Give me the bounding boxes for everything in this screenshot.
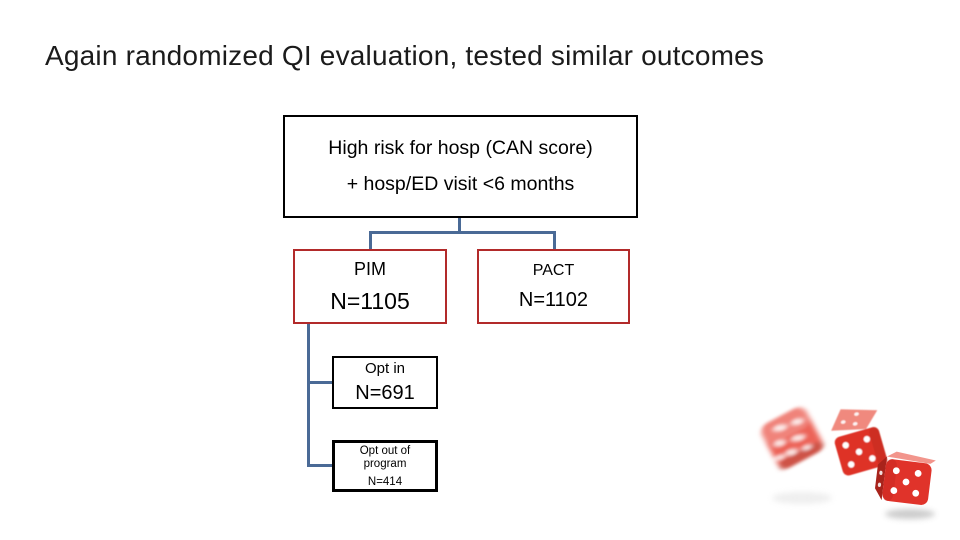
opt-out-count: N=414 xyxy=(367,475,403,488)
flowchart-box-pact: PACT N=1102 xyxy=(477,249,630,324)
connector-main-horizontal xyxy=(369,231,556,234)
opt-out-label: Opt out of program xyxy=(359,444,411,471)
dice-photo xyxy=(761,407,936,519)
die-two-five-icon xyxy=(831,409,888,476)
flowchart-box-pim: PIM N=1105 xyxy=(293,249,447,324)
connector-pact-vertical xyxy=(553,231,556,250)
pact-count: N=1102 xyxy=(518,288,589,311)
die-five-icon xyxy=(875,451,936,505)
die-blurred-icon xyxy=(761,407,824,470)
pim-count: N=1105 xyxy=(330,287,410,314)
connector-optout-horizontal xyxy=(307,464,334,467)
flowchart-box-opt-in: Opt in N=691 xyxy=(332,356,438,409)
pact-label: PACT xyxy=(532,261,575,279)
dice-shadow xyxy=(772,492,832,504)
flowchart-box-high-risk: High risk for hosp (CAN score) + hosp/ED… xyxy=(283,115,638,218)
high-risk-line2: + hosp/ED visit <6 months xyxy=(346,173,575,195)
high-risk-line1: High risk for hosp (CAN score) xyxy=(328,137,593,159)
pim-label: PIM xyxy=(353,258,386,279)
opt-in-count: N=691 xyxy=(355,382,415,404)
connector-root-vertical xyxy=(458,217,461,233)
flowchart-box-opt-out: Opt out of program N=414 xyxy=(332,440,438,492)
connector-optin-horizontal xyxy=(307,381,334,384)
connector-pim-drop-vertical xyxy=(307,323,310,466)
slide-title: Again randomized QI evaluation, tested s… xyxy=(45,40,765,71)
connector-pim-vertical xyxy=(369,231,372,250)
opt-in-label: Opt in xyxy=(364,360,406,377)
dice-shadow xyxy=(885,509,935,519)
